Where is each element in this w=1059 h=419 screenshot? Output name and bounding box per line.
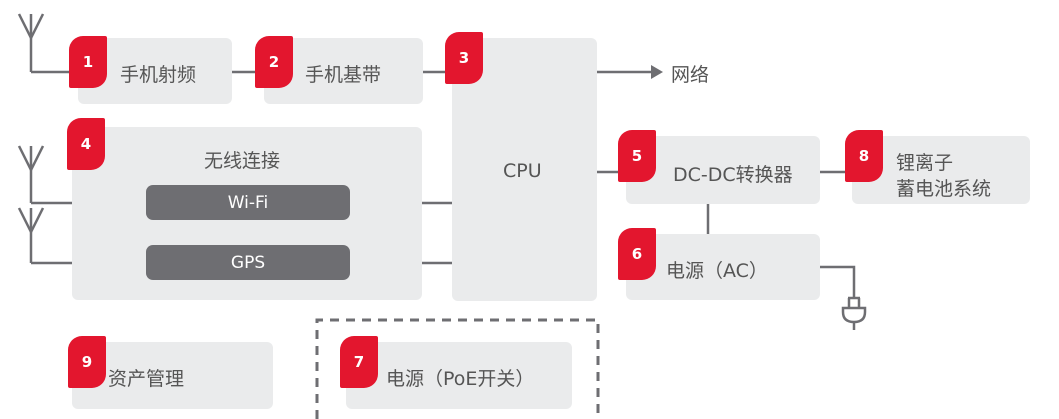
rf-label: 手机射频 xyxy=(120,64,197,86)
wireless-label: 无线连接 xyxy=(204,150,281,172)
dcdc-label: DC-DC转换器 xyxy=(673,164,793,186)
dcdc-block xyxy=(626,136,820,204)
power-ac-block xyxy=(626,234,820,300)
gps-module: GPS xyxy=(146,245,350,280)
poe-dashed-outline xyxy=(315,318,600,419)
power-ac-label: 电源（AC） xyxy=(666,260,768,282)
battery-label-line1: 锂离子 xyxy=(896,152,954,174)
asset-number-badge: 9 xyxy=(68,336,106,388)
power-poe-number-badge: 7 xyxy=(340,336,378,388)
wifi-module: Wi-Fi xyxy=(146,185,350,220)
power-plug-icon xyxy=(841,296,867,330)
battery-label-line2: 蓄电池系统 xyxy=(896,178,992,200)
cpu-label: CPU xyxy=(503,160,542,182)
baseband-number-badge: 2 xyxy=(255,36,293,88)
asset-label: 资产管理 xyxy=(108,368,185,390)
power-poe-block xyxy=(346,342,572,409)
battery-number-badge: 8 xyxy=(845,130,883,182)
wireless-number-badge: 4 xyxy=(67,118,105,170)
power-poe-label: 电源（PoE开关） xyxy=(386,368,535,390)
power-ac-number-badge: 6 xyxy=(618,228,656,280)
dcdc-number-badge: 5 xyxy=(618,130,656,182)
rf-number-badge: 1 xyxy=(69,36,107,88)
arrow-head-icon xyxy=(651,65,663,79)
baseband-label: 手机基带 xyxy=(305,64,382,86)
cpu-number-badge: 3 xyxy=(445,32,483,84)
network-label: 网络 xyxy=(671,64,710,86)
